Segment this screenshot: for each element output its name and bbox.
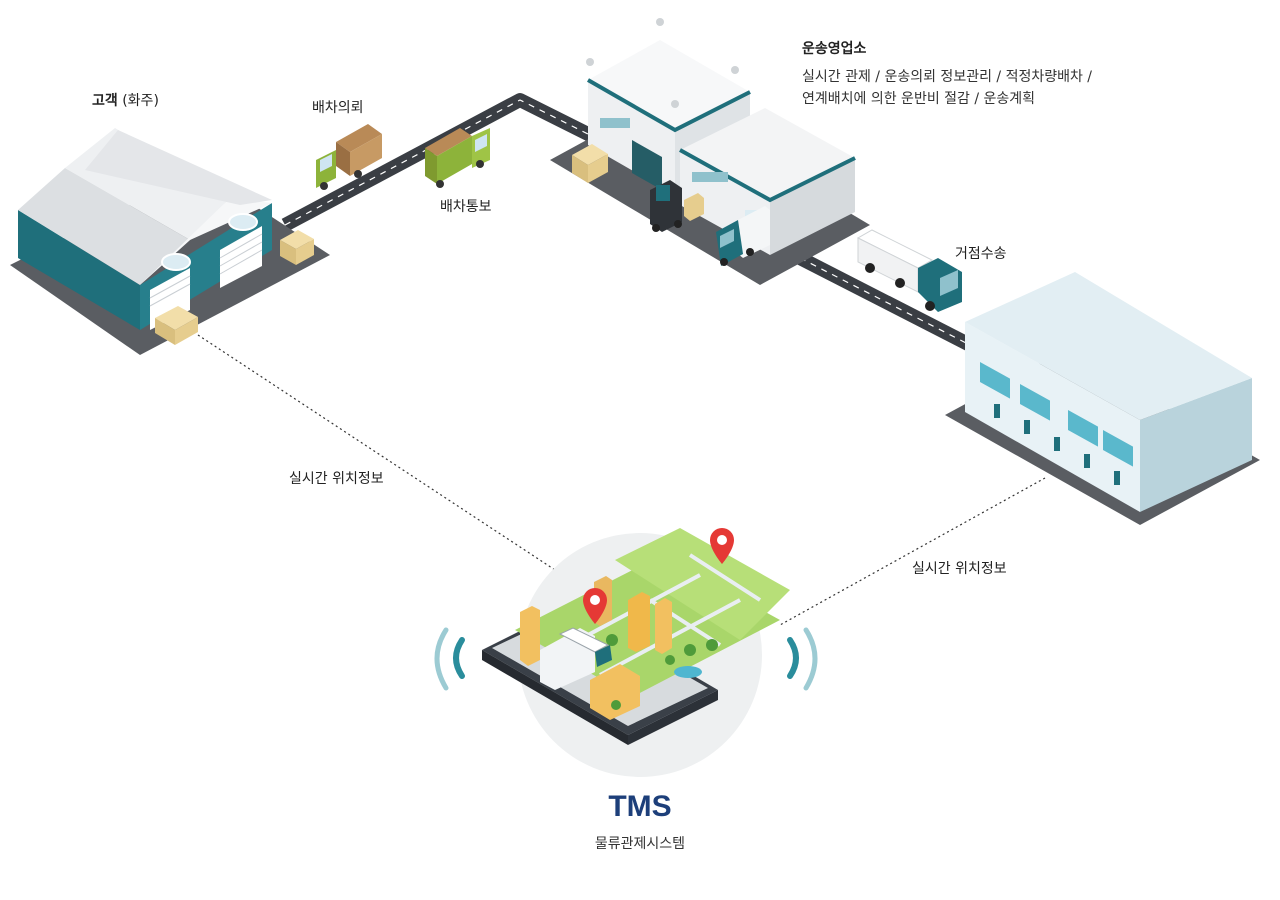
- signal-wave-icon: [787, 627, 818, 691]
- pallet-icon: [280, 230, 314, 265]
- transport-office-desc-line: 실시간 관제 / 운송의뢰 정보관리 / 적정차량배차 /: [802, 69, 1093, 85]
- realtime-location-left-label: 실시간 위치정보: [289, 471, 384, 487]
- tms-phone-icon: [434, 528, 818, 777]
- pallet-icon: [572, 144, 608, 183]
- transport-office-title: 운송영업소: [802, 41, 867, 57]
- customer-warehouse-icon: [10, 128, 330, 355]
- location-link-lines: [197, 334, 1046, 626]
- transport-office-icon: [550, 18, 870, 285]
- dispatch-request-label: 배차의뢰: [312, 100, 364, 116]
- realtime-location-right-label: 실시간 위치정보: [912, 561, 1007, 577]
- truck-icon: [425, 128, 490, 188]
- tms-subtitle: 물류관제시스템: [594, 836, 686, 852]
- truck-icon: [316, 124, 382, 190]
- customer-label: 고객 (화주): [92, 90, 159, 110]
- forklift-icon: [650, 180, 704, 232]
- pallet-icon: [155, 306, 198, 345]
- truck-icon: [716, 206, 770, 266]
- customer-note: (화주): [122, 93, 159, 109]
- customer-title: 고객: [92, 93, 118, 109]
- map-pin-icon: [583, 588, 607, 624]
- road: [281, 93, 974, 352]
- signal-wave-icon: [434, 627, 465, 691]
- distribution-center-icon: [945, 272, 1260, 525]
- hub-transport-label: 거점수송: [955, 246, 1007, 262]
- transport-office-description: 실시간 관제 / 운송의뢰 정보관리 / 적정차량배차 / 연계배치에 의한 운…: [802, 66, 1092, 110]
- map-pin-icon: [710, 528, 734, 564]
- dispatch-notice-label: 배차통보: [440, 199, 492, 215]
- truck-icon: [856, 229, 962, 312]
- transport-office-desc-line: 연계배치에 의한 운반비 절감 / 운송계획: [802, 91, 1036, 107]
- tms-title: TMS: [608, 790, 672, 823]
